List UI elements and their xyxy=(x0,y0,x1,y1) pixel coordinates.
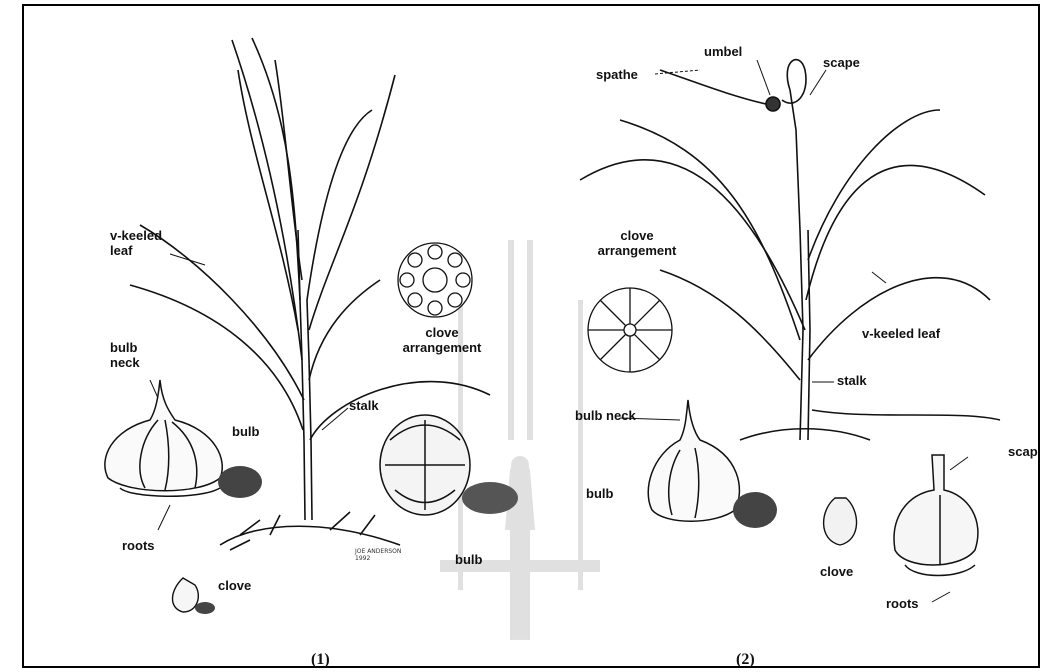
label-v-keeled-leaf-2: v-keeled leaf xyxy=(862,326,940,341)
label-bulb-neck-2: bulb neck xyxy=(575,408,636,423)
label-text: bulb xyxy=(110,340,140,355)
label-scape-top: scape xyxy=(823,55,860,70)
label-stalk-1: stalk xyxy=(349,398,379,413)
artist-signature: JOE ANDERSON 1992 xyxy=(355,548,401,562)
label-text: arrangement xyxy=(590,243,684,258)
label-clove-1: clove xyxy=(218,578,251,593)
label-bulb-bottom-1: bulb xyxy=(455,552,482,567)
label-stalk-2: stalk xyxy=(837,373,867,388)
label-roots-1: roots xyxy=(122,538,155,553)
label-text: leaf xyxy=(110,243,162,258)
label-clove-arrangement-2: clove arrangement xyxy=(590,228,684,258)
label-scape-bottom: scap xyxy=(1008,444,1038,459)
panel1-clove xyxy=(172,578,215,614)
panel1-clove-arrangement xyxy=(398,243,472,317)
label-bulb-2: bulb xyxy=(586,486,613,501)
label-umbel: umbel xyxy=(704,44,742,59)
label-spathe: spathe xyxy=(596,67,638,82)
panel2-bulb-scape xyxy=(894,455,978,576)
panel1-bulb-cross xyxy=(380,415,518,515)
label-bulb-neck-1: bulb neck xyxy=(110,340,140,370)
label-bulb-1: bulb xyxy=(232,424,259,439)
label-v-keeled-leaf-1: v-keeled leaf xyxy=(110,228,162,258)
panel-number-2: (2) xyxy=(736,651,755,669)
signature-text: JOE ANDERSON xyxy=(355,548,401,555)
panel2-clove-arrangement xyxy=(588,288,672,372)
panel2-clove xyxy=(824,498,857,545)
label-text: clove xyxy=(590,228,684,243)
panel1-bulb xyxy=(105,380,262,498)
panel-number-1: (1) xyxy=(311,651,330,669)
label-text: v-keeled xyxy=(110,228,162,243)
label-roots-2: roots xyxy=(886,596,919,611)
signature-text: 1992 xyxy=(355,555,401,562)
label-clove-arrangement-1: clove arrangement xyxy=(395,325,489,355)
label-text: neck xyxy=(110,355,140,370)
label-text: arrangement xyxy=(395,340,489,355)
label-text: clove xyxy=(395,325,489,340)
label-clove-2: clove xyxy=(820,564,853,579)
